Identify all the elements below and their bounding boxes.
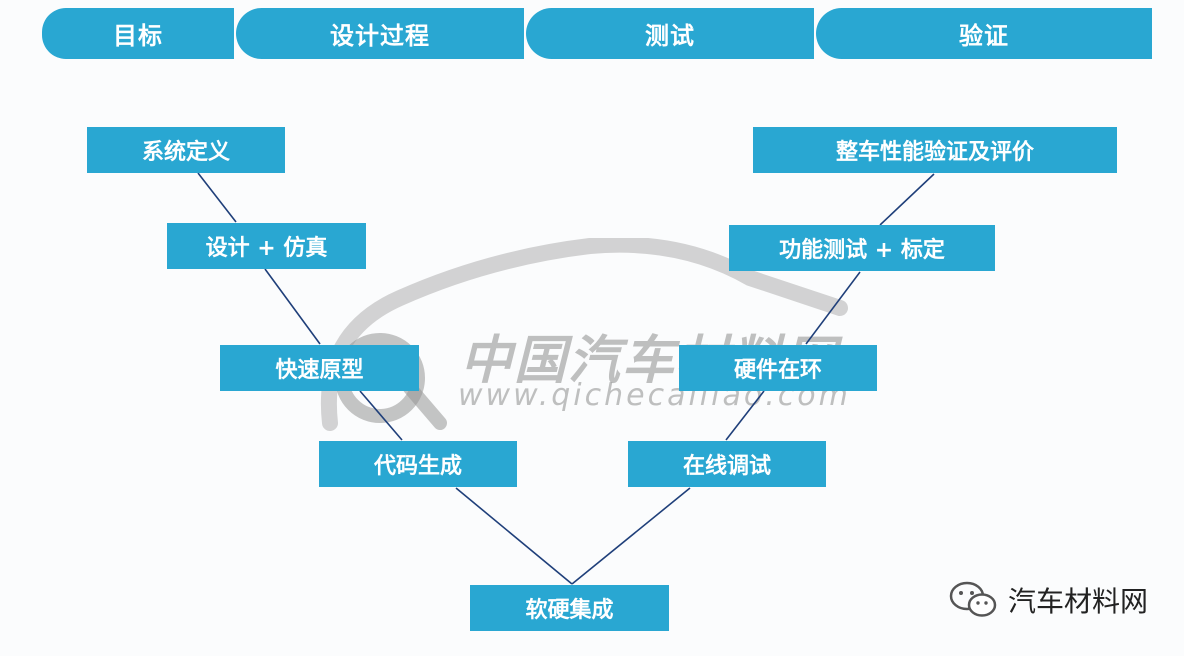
wechat-icon xyxy=(949,581,997,617)
box-hardware-in-loop: 硬件在环 xyxy=(679,345,877,391)
line-prototype-codegen xyxy=(359,390,403,441)
phase-validation: 验证 xyxy=(816,8,1152,59)
brand-footer: 汽车材料网 xyxy=(948,580,1148,620)
line-integration-debug xyxy=(571,487,691,585)
box-online-debug: 在线调试 xyxy=(628,441,826,487)
line-codegen-integration xyxy=(455,487,573,585)
box-function-test-calibration: 功能测试 + 标定 xyxy=(729,225,995,271)
box-code-generation: 代码生成 xyxy=(319,441,517,487)
phase-goal: 目标 xyxy=(42,8,234,59)
brand-name: 汽车材料网 xyxy=(1008,585,1149,618)
box-vehicle-validation: 整车性能验证及评价 xyxy=(753,127,1117,173)
phase-testing: 测试 xyxy=(526,8,814,59)
box-hw-sw-integration: 软硬集成 xyxy=(470,585,669,631)
phase-design-process: 设计过程 xyxy=(236,8,524,59)
line-design-prototype xyxy=(264,268,321,345)
line-sysdef-design xyxy=(197,172,237,223)
line-debug-hil xyxy=(725,390,765,441)
line-hil-functest xyxy=(805,271,861,345)
box-system-definition: 系统定义 xyxy=(87,127,285,173)
box-design-simulation: 设计 + 仿真 xyxy=(167,223,366,269)
box-rapid-prototype: 快速原型 xyxy=(220,345,419,391)
line-functest-vehicle xyxy=(879,173,935,226)
